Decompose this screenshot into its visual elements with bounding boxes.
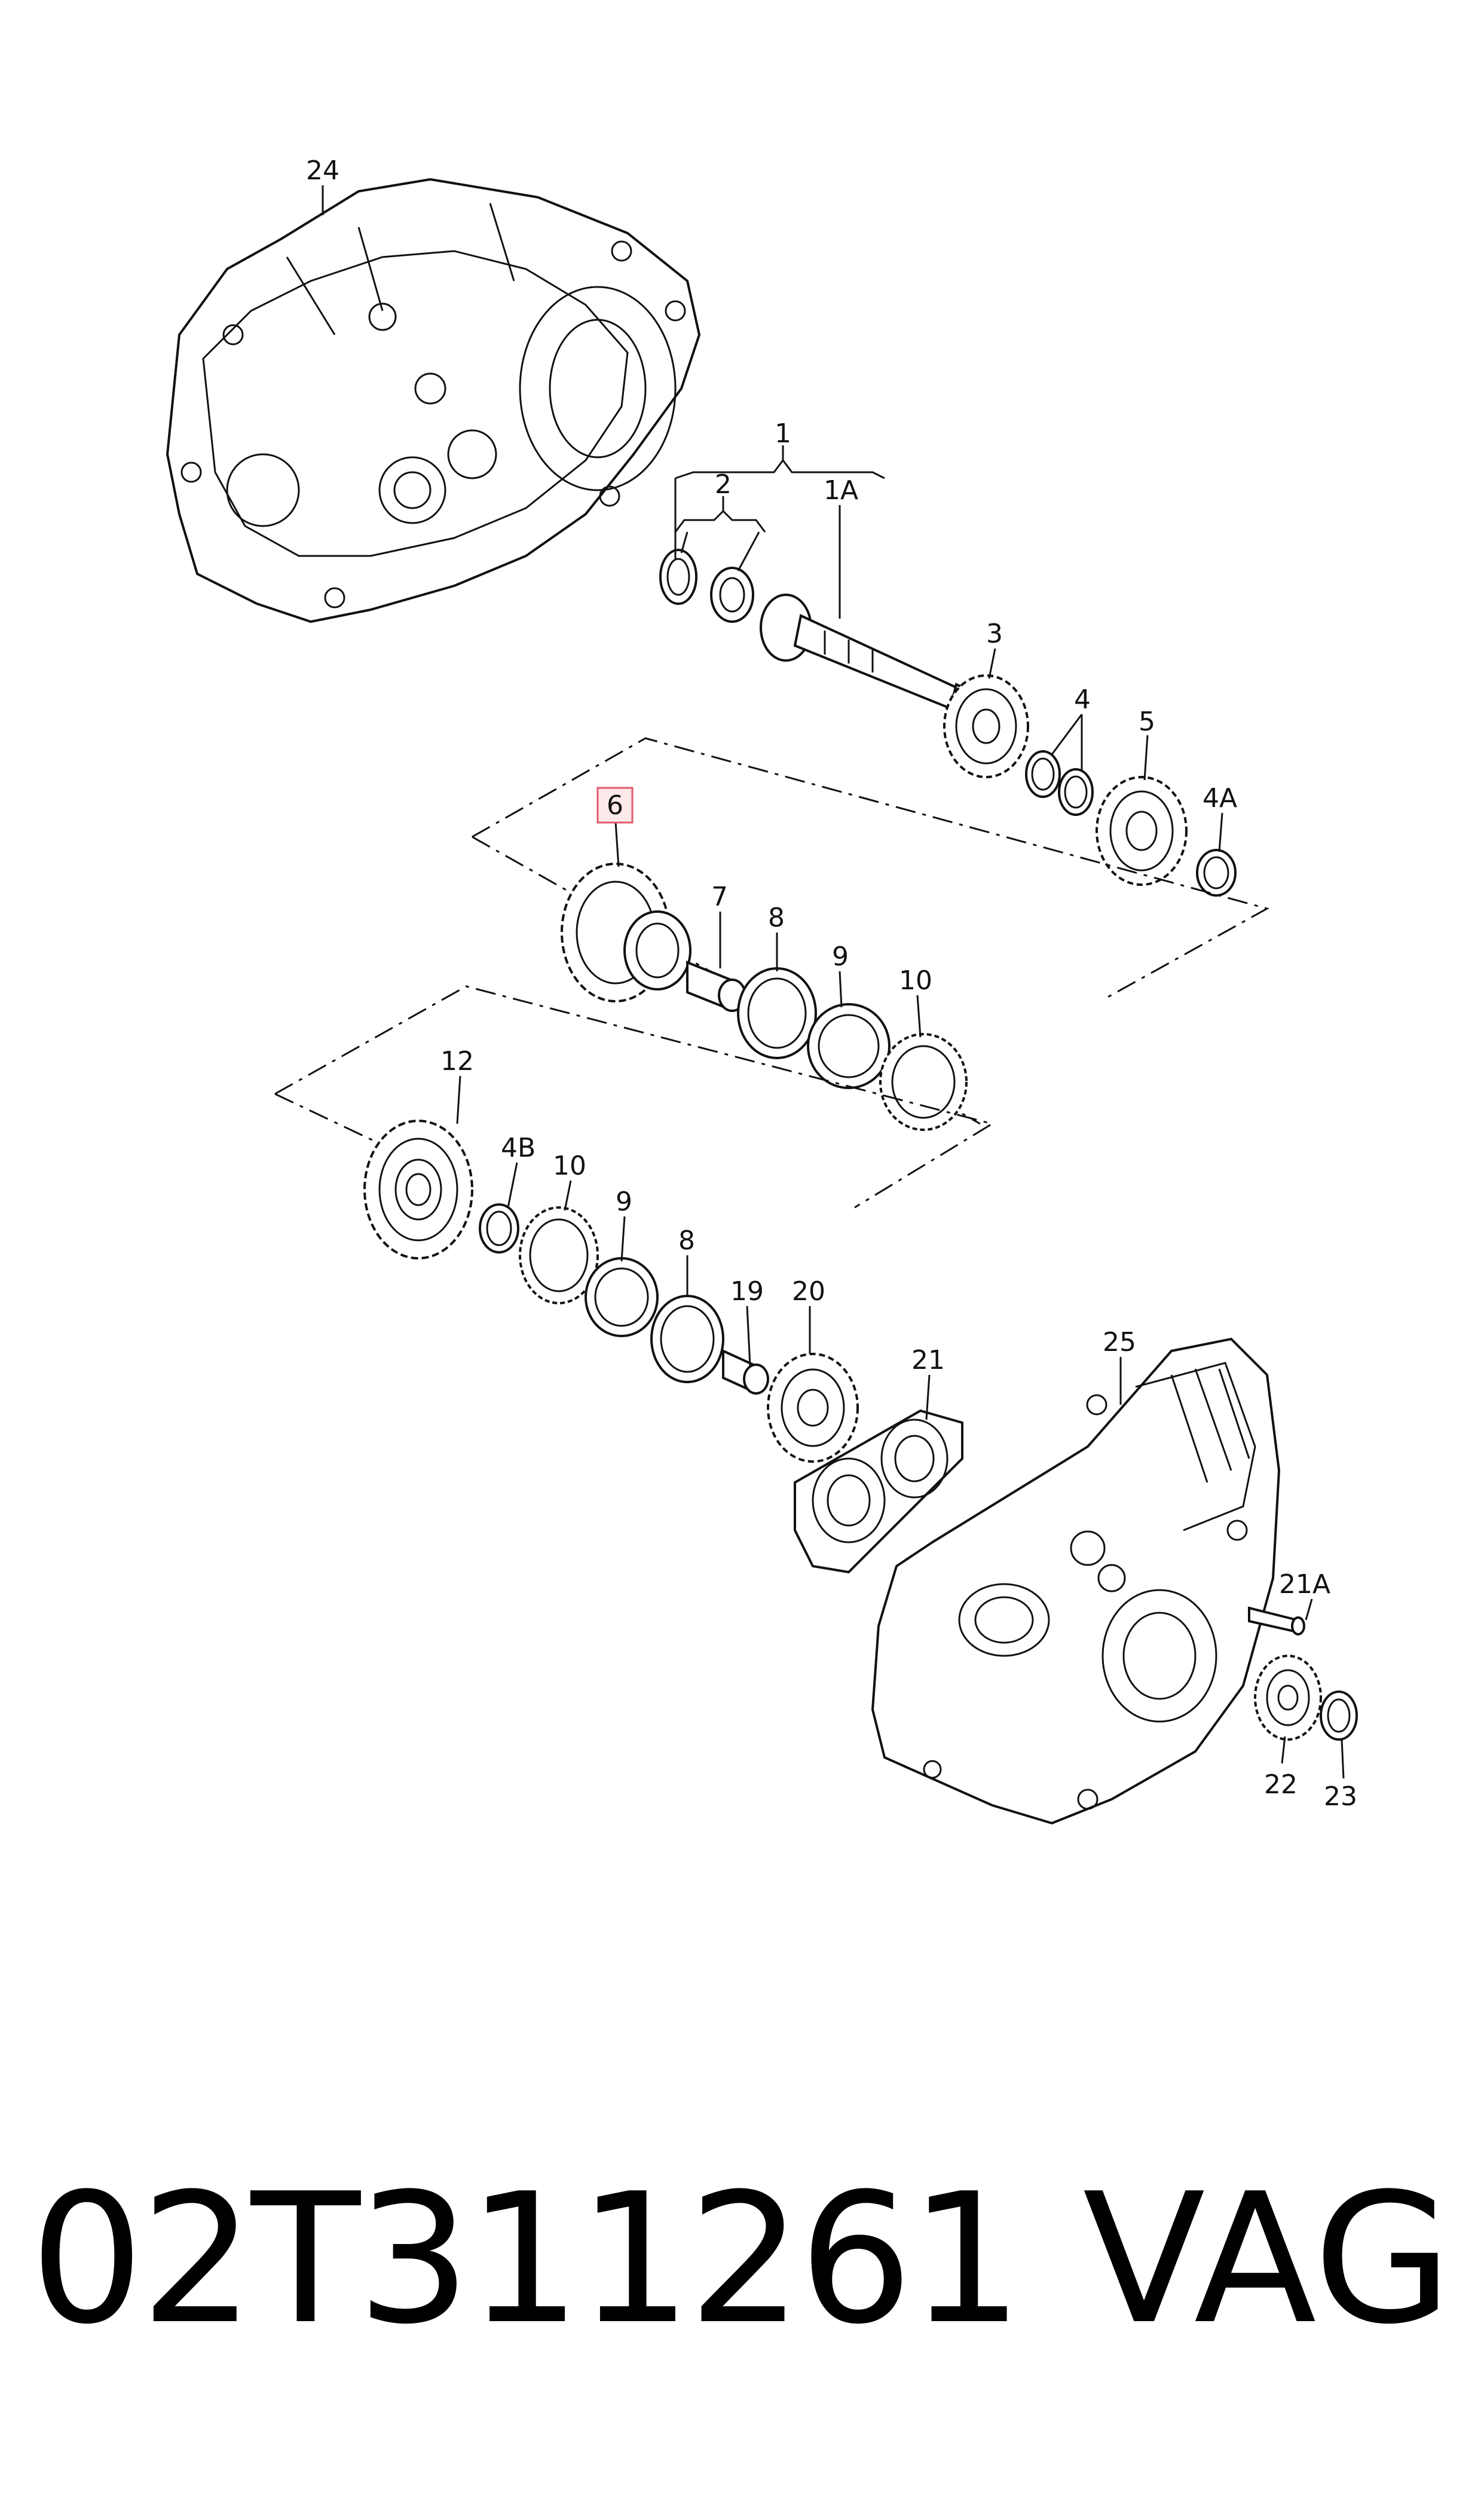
part-4b-circlip [479,1203,519,1254]
group-frame-upper [472,737,1269,999]
part-2-bearing-set [659,549,754,623]
part-3-gear [943,674,1029,778]
callout-24: 24 [306,155,339,186]
callout-1a: 1A [824,475,858,506]
callout-1: 1 [775,418,791,449]
part-9-ring-lower [585,1257,659,1337]
part-19-needle-bearing [722,1349,769,1395]
caption: 02T311261 VAG [30,2158,1452,2361]
callout-7: 7 [711,882,728,912]
callout-10: 10 [899,965,932,996]
callout-6: 6 [607,790,623,821]
callout-21: 21 [911,1345,945,1375]
part-4a-circlip [1196,849,1237,897]
callout-8-lower: 8 [678,1225,695,1256]
callout-4a: 4A [1203,783,1237,814]
part-20-gear [767,1353,859,1463]
callout-23: 23 [1324,1781,1357,1812]
part-7-needle-bearing [686,961,746,1012]
part-6-gear [561,863,691,1002]
callout-9-lower: 9 [616,1187,632,1217]
callout-9: 9 [832,941,849,972]
part-22-gear [1254,1655,1322,1741]
part-8-ring [737,967,817,1059]
part-8-ring-lower [650,1295,724,1383]
callout-8: 8 [768,903,785,933]
part-5-gear [1096,776,1188,886]
part-23-circlip [1320,1690,1358,1741]
part-25-housing [871,1337,1281,1825]
highlight-box [596,787,634,824]
part-number: 02T311261 [30,2155,1023,2364]
callout-labels: 24 1 2 1A 3 4 5 4A 6 7 8 9 10 12 4B 10 9… [306,155,1357,1812]
callout-2: 2 [715,469,732,500]
callout-4b: 4B [501,1133,536,1163]
part-10-ring-lower [519,1206,599,1304]
part-9-ring [807,1003,891,1089]
callout-5: 5 [1139,707,1155,737]
callout-12: 12 [440,1046,474,1077]
callout-21a: 21A [1279,1569,1330,1600]
callout-25: 25 [1103,1327,1136,1358]
callout-3: 3 [986,619,1003,649]
part-4-circlips [1025,750,1094,816]
part-10-ring [879,1033,968,1131]
leader-lines [322,185,1345,1779]
callout-4: 4 [1074,684,1091,715]
callout-22: 22 [1264,1769,1298,1800]
part-12-gear [363,1120,473,1259]
callout-20: 20 [792,1276,825,1307]
callout-19: 19 [730,1276,764,1307]
group-frame-lower [274,985,995,1209]
part-24-housing [166,178,701,623]
part-21a-bolt [1248,1606,1305,1635]
brand-name: VAG [1082,2155,1452,2364]
callout-10-lower: 10 [553,1151,586,1181]
